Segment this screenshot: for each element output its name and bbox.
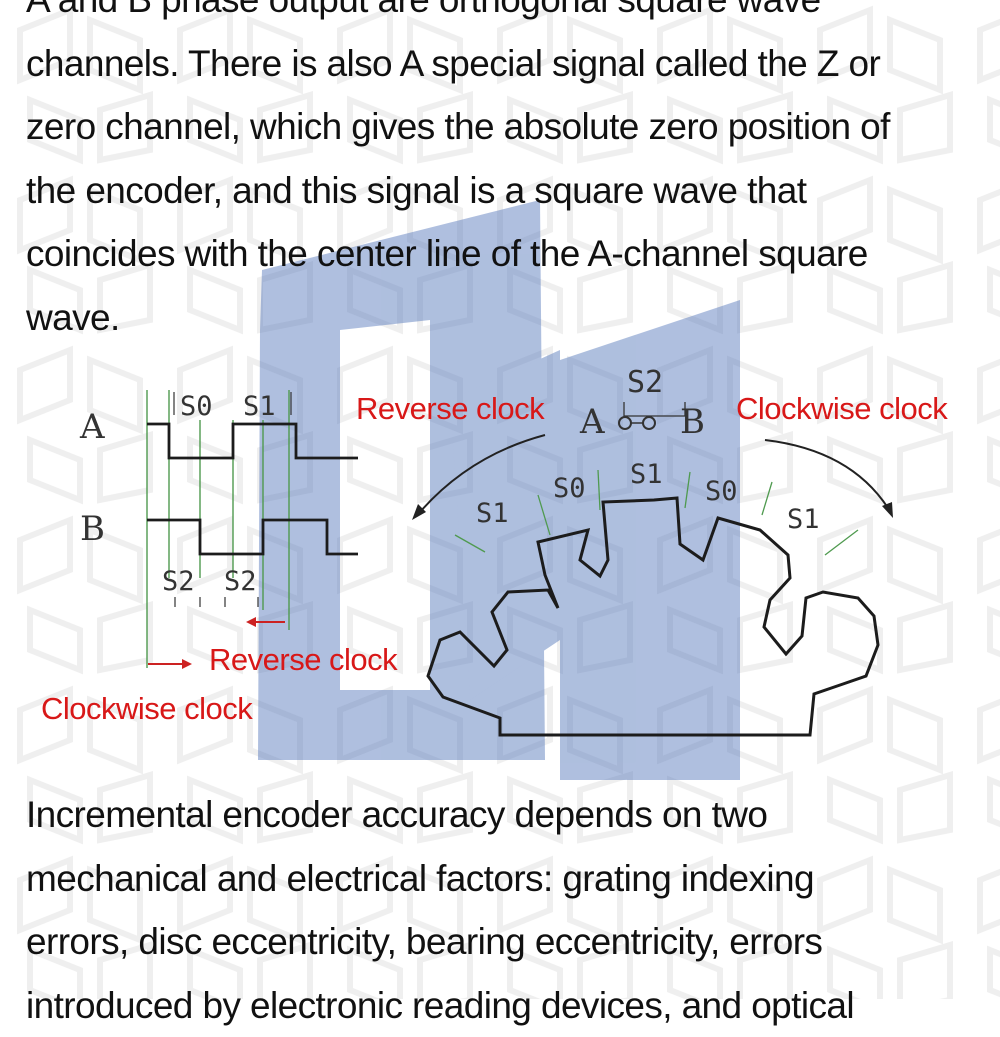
text-line: the encoder, and this signal is a square… <box>26 159 890 223</box>
text-line: introduced by electronic reading devices… <box>26 974 854 1037</box>
state-s0-label: S0 <box>180 391 213 422</box>
state-s2-label: S2 <box>224 566 257 597</box>
text-line: channels. There is also A special signal… <box>26 32 890 96</box>
text-line: coincides with the center line of the A-… <box>26 222 890 286</box>
clockwise-curve-arrow-icon <box>765 440 888 508</box>
sensor-a-icon <box>619 417 631 429</box>
text-line: A and B phase output are orthogonal squa… <box>26 0 890 32</box>
channel-b-waveform <box>147 520 358 554</box>
disc-clockwise-clock-label: Clockwise clock <box>736 391 948 426</box>
channel-b-label: B <box>80 509 105 549</box>
text-line: zero channel, which gives the absolute z… <box>26 95 890 159</box>
region-s1-label: S1 <box>630 459 663 490</box>
sensor-b-icon <box>643 417 655 429</box>
region-s0-label: S0 <box>705 476 738 507</box>
sensor-spacing-label: S2 <box>627 365 663 400</box>
waveform-diagram: A B S0 S1 S2 S2 Reverse clock Clockwise … <box>41 390 398 726</box>
reverse-clock-label: Reverse clock <box>209 642 398 677</box>
clockwise-clock-label: Clockwise clock <box>41 691 253 726</box>
region-s1-label: S1 <box>787 504 820 535</box>
channel-a-waveform <box>147 424 358 458</box>
disc-reverse-clock-label: Reverse clock <box>356 391 545 426</box>
text-line: errors, disc eccentricity, bearing eccen… <box>26 910 854 974</box>
text-line: Incremental encoder accuracy depends on … <box>26 783 854 847</box>
paragraph-top: A and B phase output are orthogonal squa… <box>26 0 890 349</box>
region-s0-label: S0 <box>553 473 586 504</box>
region-s1-label: S1 <box>476 498 509 529</box>
text-line: mechanical and electrical factors: grati… <box>26 847 854 911</box>
state-s1-label: S1 <box>243 391 276 422</box>
sensor-b-label: B <box>680 402 705 442</box>
channel-a-label: A <box>79 407 105 447</box>
sensor-a-label: A <box>579 402 605 442</box>
text-line: wave. <box>26 286 890 350</box>
state-s2-label: S2 <box>162 566 195 597</box>
encoder-disc-diagram: Reverse clock Clockwise clock S2 A B S1 … <box>356 365 948 735</box>
reverse-arrow-icon <box>246 617 285 627</box>
encoder-diagram: A B S0 S1 S2 S2 Reverse clock Clockwise … <box>0 330 1000 780</box>
clockwise-arrow-icon <box>148 659 192 669</box>
